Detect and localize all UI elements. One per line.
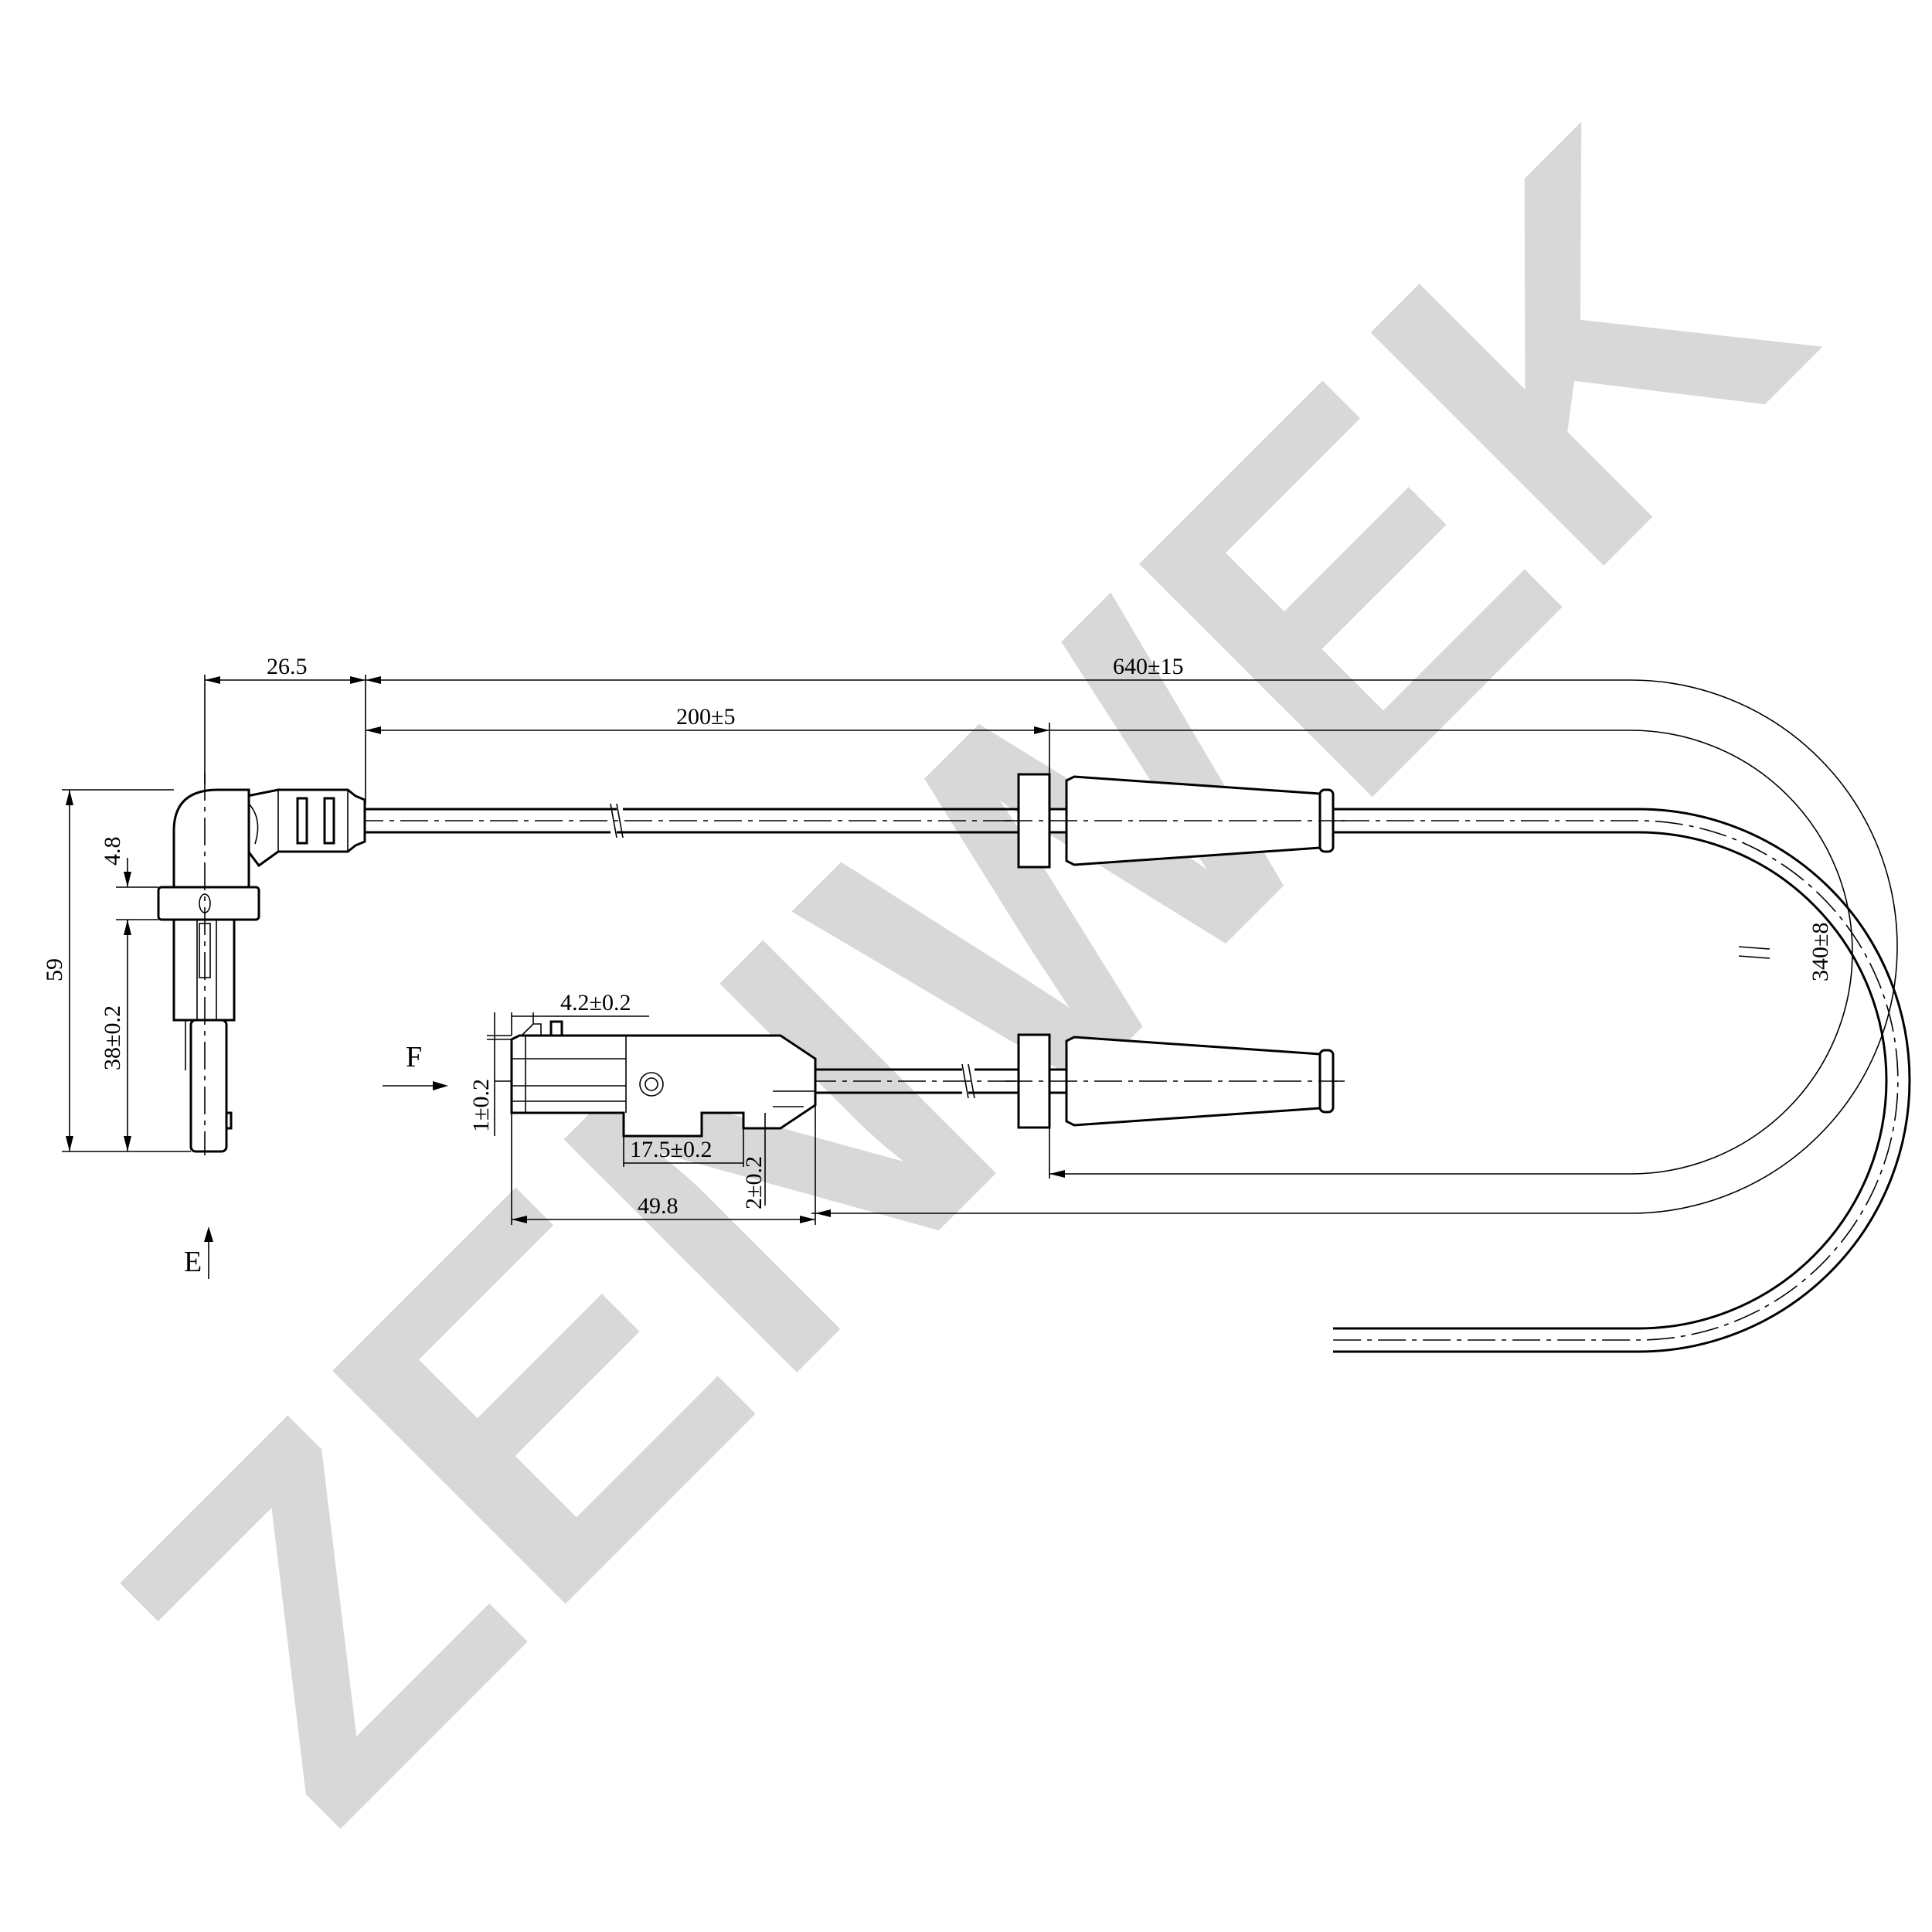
dim-loop-height: 340±8 [1808, 923, 1833, 981]
grommet-lower [1005, 1033, 1345, 1129]
dim-pin-step: 2±0.2 [741, 1156, 767, 1209]
sensor-head [157, 773, 366, 1155]
dim-total-length: 640±15 [1113, 654, 1183, 679]
connector [510, 1020, 817, 1138]
dimension-labels: 26.5 640±15 200±5 340±8 59 4.8 38±0.2 49… [42, 654, 1833, 1278]
dim-flange-thickness: 4.8 [100, 837, 125, 866]
watermark: ZENWEK [24, 32, 1903, 1910]
dim-connector-length: 49.8 [638, 1193, 679, 1219]
dim-sensor-height: 59 [42, 958, 67, 981]
dim-nose-step: 1±0.2 [468, 1079, 494, 1132]
view-label-f: F [406, 1041, 422, 1073]
dimension-lines [62, 675, 1898, 1279]
dim-pin-offset: 17.5±0.2 [630, 1137, 712, 1162]
cable [355, 803, 1911, 1353]
dim-flange-to-tip: 38±0.2 [100, 1005, 125, 1070]
watermark-text: ZENWEK [24, 32, 1903, 1910]
grommet-upper [1005, 773, 1345, 869]
view-label-e: E [184, 1246, 202, 1278]
dim-sensor-offset: 26.5 [267, 654, 308, 679]
dim-grommet-distance: 200±5 [676, 704, 735, 730]
dim-latch-width: 4.2±0.2 [560, 990, 631, 1015]
